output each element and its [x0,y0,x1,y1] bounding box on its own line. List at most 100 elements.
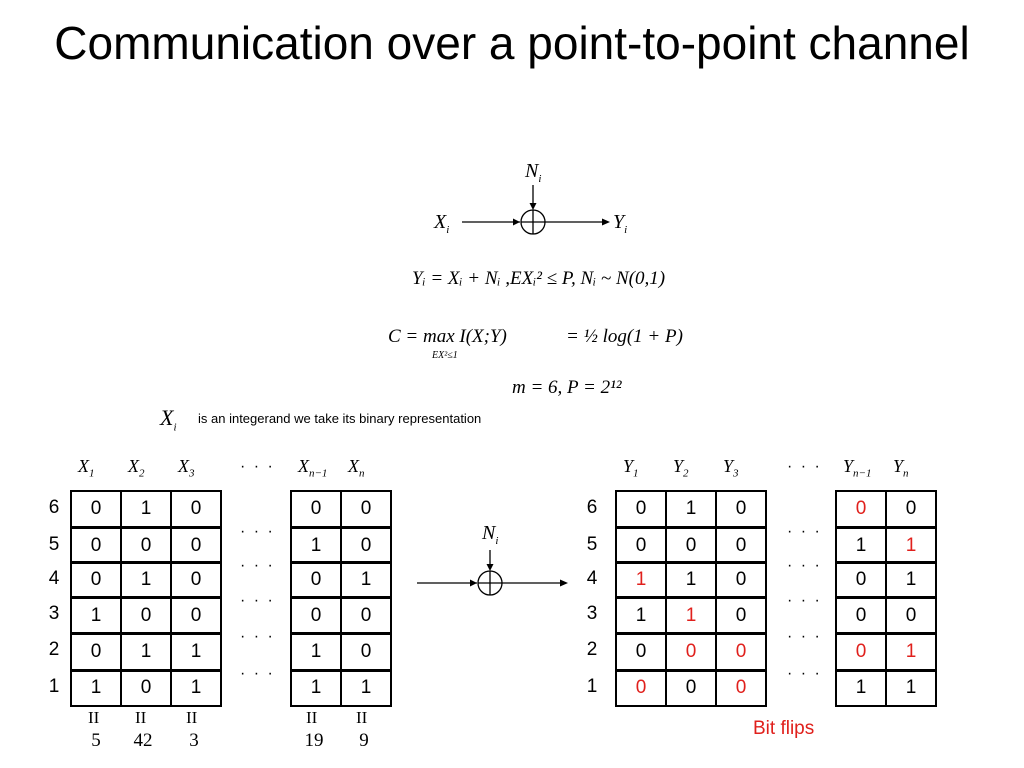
y-header-2: Y2 [673,456,689,480]
equals-sign: II [356,708,368,727]
x-row-label-3: 3 [48,603,60,624]
y-header-5: Yn [893,456,909,480]
y-header-3: Y3 [723,456,739,480]
y-cell: 1 [615,561,667,599]
y-cell: 1 [885,669,937,707]
x-header-ellipsis: · · · [240,458,275,475]
channel-diagram [462,185,610,235]
decimal-value: 9 [359,730,369,751]
y-header-ellipsis: · · · [787,458,822,475]
note-text: is an integerand we take its binary repr… [198,411,482,426]
y-cell: 0 [615,632,667,672]
x-cell: 0 [290,596,342,635]
y-cell: 0 [715,596,767,635]
x-header-4: Xn−1 [298,456,328,480]
x-cell: 0 [170,596,222,635]
x-row-ellipsis: · · · [240,665,275,682]
x-cell: 0 [70,527,122,564]
x-cell: 0 [70,490,122,528]
y-row-ellipsis: · · · [787,628,822,645]
y-cell: 0 [835,632,887,672]
y-cell: 0 [665,669,717,707]
x-cell: 1 [70,669,122,707]
capacity-constraint: EX²≤1 [432,350,458,361]
x-row-ellipsis: · · · [240,628,275,645]
x-cell: 1 [290,669,342,707]
middle-noise-label: Ni [482,522,499,547]
x-row-label-2: 2 [48,639,60,660]
x-row-label-4: 4 [48,568,60,589]
input-label: Xi [434,211,450,236]
y-cell: 1 [885,527,937,564]
y-cell: 1 [665,561,717,599]
x-cell: 0 [70,561,122,599]
x-cell: 0 [340,490,392,528]
x-cell: 1 [340,561,392,599]
y-row-ellipsis: · · · [787,592,822,609]
y-row-ellipsis: · · · [787,523,822,540]
y-cell: 1 [835,527,887,564]
x-cell: 0 [340,527,392,564]
decimal-value: 5 [91,730,101,751]
noise-arrowhead [529,203,537,210]
equals-sign: II [88,708,100,727]
page-title: Communication over a point-to-point chan… [54,17,970,69]
x-header-2: X2 [128,456,145,480]
x-cell: 0 [120,596,172,635]
output-label: Yi [613,211,628,236]
y-cell: 0 [665,632,717,672]
y-cell: 1 [615,596,667,635]
x-cell: 0 [120,669,172,707]
x-cell: 0 [290,561,342,599]
bit-flips-label: Bit flips [753,718,815,739]
y-row-ellipsis: · · · [787,665,822,682]
x-header-1: X1 [78,456,95,480]
y-cell: 0 [835,561,887,599]
x-row-label-6: 6 [48,497,60,518]
y-row-label-4: 4 [586,568,598,589]
y-header-4: Yn−1 [843,456,872,480]
capacity-equation-lhs: C = max I(X;Y) [388,326,507,347]
y-cell: 1 [885,561,937,599]
x-cell: 0 [170,527,222,564]
y-row-label-6: 6 [586,497,598,518]
y-cell: 1 [665,596,717,635]
decimal-value: 3 [189,730,199,751]
y-cell: 0 [715,490,767,528]
channel-equation: Yᵢ = Xᵢ + Nᵢ ,EXᵢ² ≤ P, Nᵢ ~ N(0,1) [412,268,666,289]
x-cell: 1 [170,669,222,707]
x-row-label-1: 1 [48,676,60,697]
x-cell: 1 [120,490,172,528]
noise-label: Ni [525,160,542,185]
x-header-5: Xn [348,456,365,480]
x-cell: 0 [120,527,172,564]
y-cell: 0 [615,490,667,528]
x-cell: 0 [170,561,222,599]
y-cell: 0 [885,596,937,635]
x-cell: 1 [120,632,172,672]
note-symbol: Xi [160,405,177,434]
x-header-3: X3 [178,456,195,480]
capacity-equation-rhs: = ½ log(1 + P) [566,326,683,347]
y-cell: 0 [715,527,767,564]
equals-sign: II [186,708,198,727]
input-arrowhead [513,218,520,226]
y-row-label-1: 1 [586,676,598,697]
x-cell: 0 [340,632,392,672]
y-row-label-2: 2 [586,639,598,660]
y-cell: 0 [715,632,767,672]
x-cell: 0 [70,632,122,672]
y-cell: 1 [835,669,887,707]
output-arrowhead [602,218,610,226]
y-cell: 0 [715,561,767,599]
decimal-value: 19 [304,730,324,751]
y-cell: 0 [885,490,937,528]
x-cell: 1 [120,561,172,599]
y-cell: 1 [665,490,717,528]
y-cell: 0 [615,669,667,707]
x-cell: 1 [70,596,122,635]
y-cell: 0 [835,596,887,635]
y-row-label-5: 5 [586,534,598,555]
x-row-label-5: 5 [48,534,60,555]
x-cell: 1 [290,632,342,672]
